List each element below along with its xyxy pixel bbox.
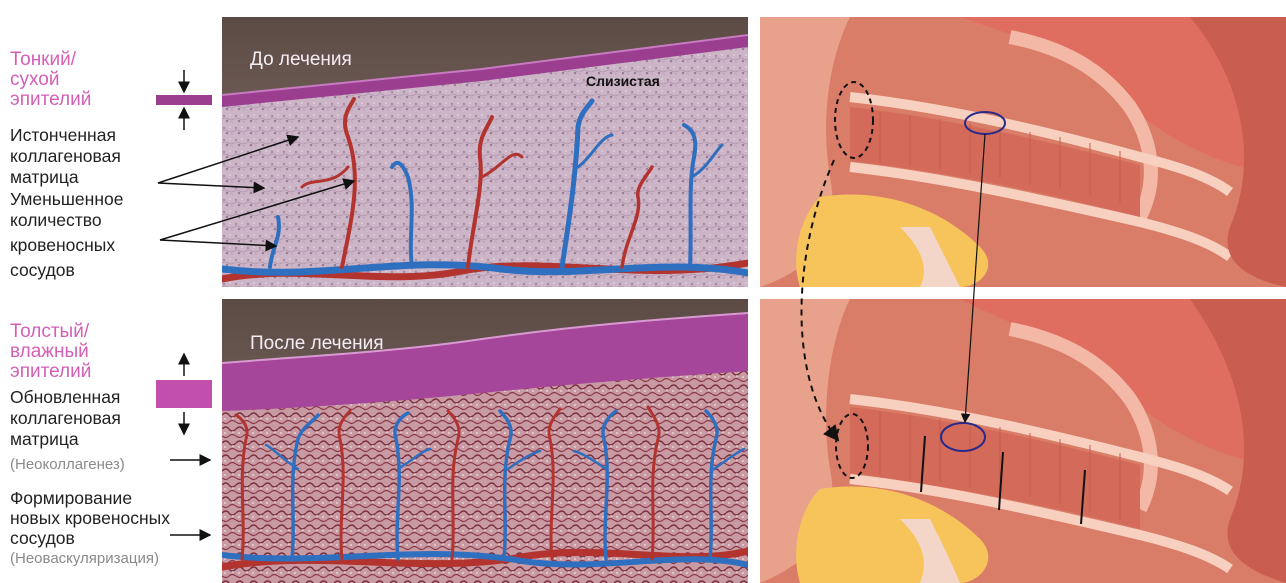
anatomy-before-panel	[760, 17, 1286, 287]
mucosa-label: Слизистая	[586, 73, 660, 89]
thin-epithelium-line2: сухой	[10, 70, 59, 89]
anatomy-after-panel	[760, 299, 1286, 583]
new-vessels-line2: новых кровеносных	[10, 510, 170, 528]
reduced-vessels-line3: кровеносных	[10, 237, 115, 255]
new-vessels-line3: сосудов	[10, 530, 75, 548]
before-treatment-title: До лечения	[250, 49, 352, 71]
thick-epithelium-line2: влажный	[10, 342, 89, 361]
tissue-after-panel: После лечения	[222, 299, 748, 583]
anatomy-after-illustration	[760, 299, 1286, 583]
after-treatment-title: После лечения	[250, 333, 384, 355]
thin-epithelium-line1: Тонкий/	[10, 50, 76, 69]
thinned-collagen-line1: Истонченная	[10, 127, 116, 145]
reduced-vessels-line2: количество	[10, 212, 102, 230]
thinned-collagen-line3: матрица	[10, 169, 79, 187]
renewed-collagen-line3: матрица	[10, 431, 79, 449]
neocollagenesis-label: (Неоколлагенез)	[10, 457, 125, 472]
thin-epithelium-swatch	[156, 70, 212, 130]
reduced-vessels-line1: Уменьшенное	[10, 191, 123, 209]
thin-epithelium-line3: эпителий	[10, 90, 91, 109]
anatomy-before-illustration	[760, 17, 1286, 287]
thick-epithelium-swatch	[156, 354, 212, 434]
renewed-collagen-line1: Обновленная	[10, 389, 120, 407]
thick-epithelium-line1: Толстый/	[10, 322, 89, 341]
thick-epithelium-line3: эпителий	[10, 362, 91, 381]
new-vessels-line1: Формирование	[10, 490, 132, 508]
tissue-before-panel: До лечения Слизистая	[222, 17, 748, 287]
renewed-collagen-line2: коллагеновая	[10, 410, 121, 428]
thinned-collagen-line2: коллагеновая	[10, 148, 121, 166]
neovascularization-label: (Неоваскуляризация)	[10, 551, 159, 566]
reduced-vessels-line4: сосудов	[10, 262, 75, 280]
